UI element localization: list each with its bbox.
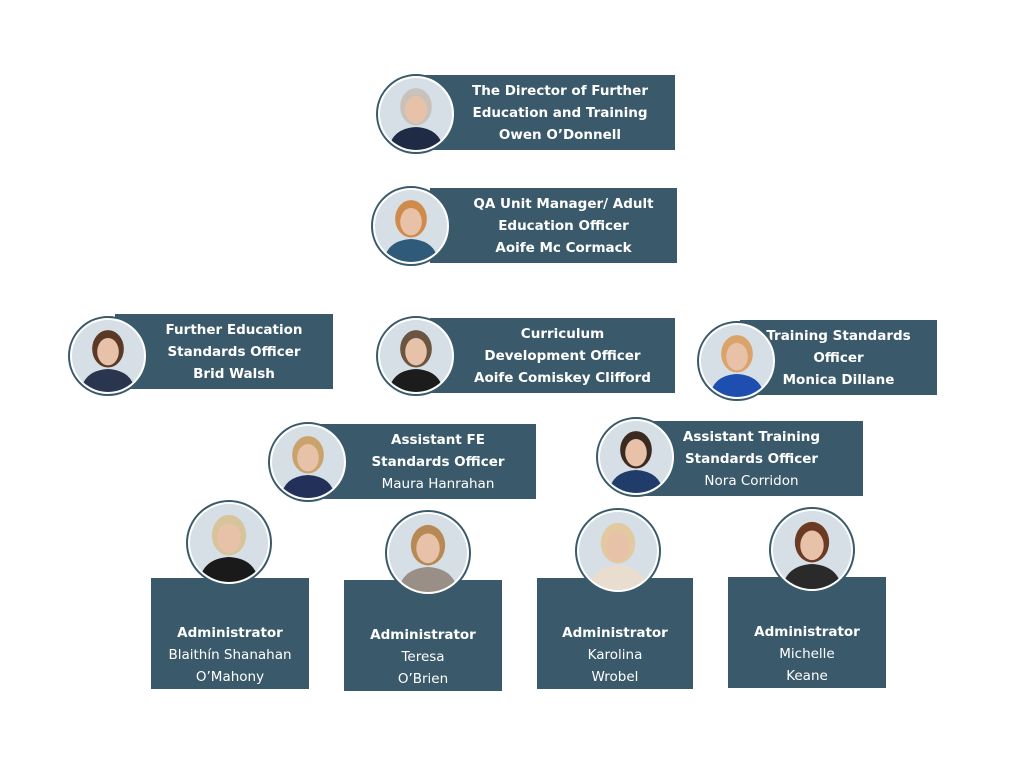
person-photo (575, 508, 661, 594)
role-title: Standards Officer (684, 450, 819, 467)
person-name: Owen O’Donnell (498, 126, 622, 143)
person-name: Maura Hanrahan (381, 475, 495, 492)
role-title: Development Officer (484, 347, 641, 364)
person-name: Michelle (779, 646, 835, 662)
person-photo (376, 316, 456, 396)
role-title: Assistant FE (391, 431, 485, 448)
role-title: Further Education (165, 321, 303, 338)
person-portrait-icon (380, 320, 452, 392)
person-photo (596, 417, 676, 497)
person-name: Blaithín Shanahan (168, 647, 292, 663)
role-title: Education Officer (498, 217, 629, 234)
person-portrait-icon (701, 325, 773, 397)
role-title: Officer (813, 349, 864, 366)
role-title: Standards Officer (167, 343, 301, 360)
person-portrait-icon (272, 426, 344, 498)
person-name: O’Mahony (195, 669, 265, 685)
role-title: Curriculum (520, 325, 605, 342)
person-portrait-icon (773, 511, 851, 589)
person-portrait-icon (190, 504, 268, 582)
person-photo (68, 316, 148, 396)
person-name: Wrobel (591, 669, 639, 685)
person-name: Keane (786, 668, 828, 684)
person-portrait-icon (72, 320, 144, 392)
role-title: Assistant Training (682, 428, 821, 445)
person-photo (385, 510, 471, 596)
role-title: Administrator (754, 624, 860, 640)
person-photo (186, 500, 272, 586)
role-title: Standards Officer (371, 453, 505, 470)
person-photo (371, 186, 451, 266)
role-title: Training Standards (766, 327, 911, 344)
person-photo (697, 321, 777, 401)
person-photo (769, 507, 855, 593)
person-portrait-icon (380, 78, 452, 150)
person-portrait-icon (389, 514, 467, 592)
person-portrait-icon (579, 512, 657, 590)
role-title: Administrator (370, 627, 476, 643)
person-name: Nora Corridon (704, 472, 799, 489)
person-name: Monica Dillane (782, 371, 895, 388)
person-name: Aoife Mc Cormack (495, 239, 632, 256)
person-photo (376, 74, 456, 154)
person-name: Brid Walsh (193, 365, 275, 382)
role-title: Administrator (562, 625, 668, 641)
role-title: Administrator (177, 625, 283, 641)
role-title: The Director of Further (472, 82, 648, 99)
person-name: Karolina (587, 647, 643, 663)
person-portrait-icon (375, 190, 447, 262)
person-portrait-icon (600, 421, 672, 493)
person-name: O’Brien (397, 671, 449, 687)
person-name: Aoife Comiskey Clifford (474, 369, 651, 386)
role-title: Education and Training (472, 104, 648, 121)
role-title: QA Unit Manager/ Adult (473, 195, 654, 212)
person-photo (268, 422, 348, 502)
person-name: Teresa (401, 649, 445, 665)
